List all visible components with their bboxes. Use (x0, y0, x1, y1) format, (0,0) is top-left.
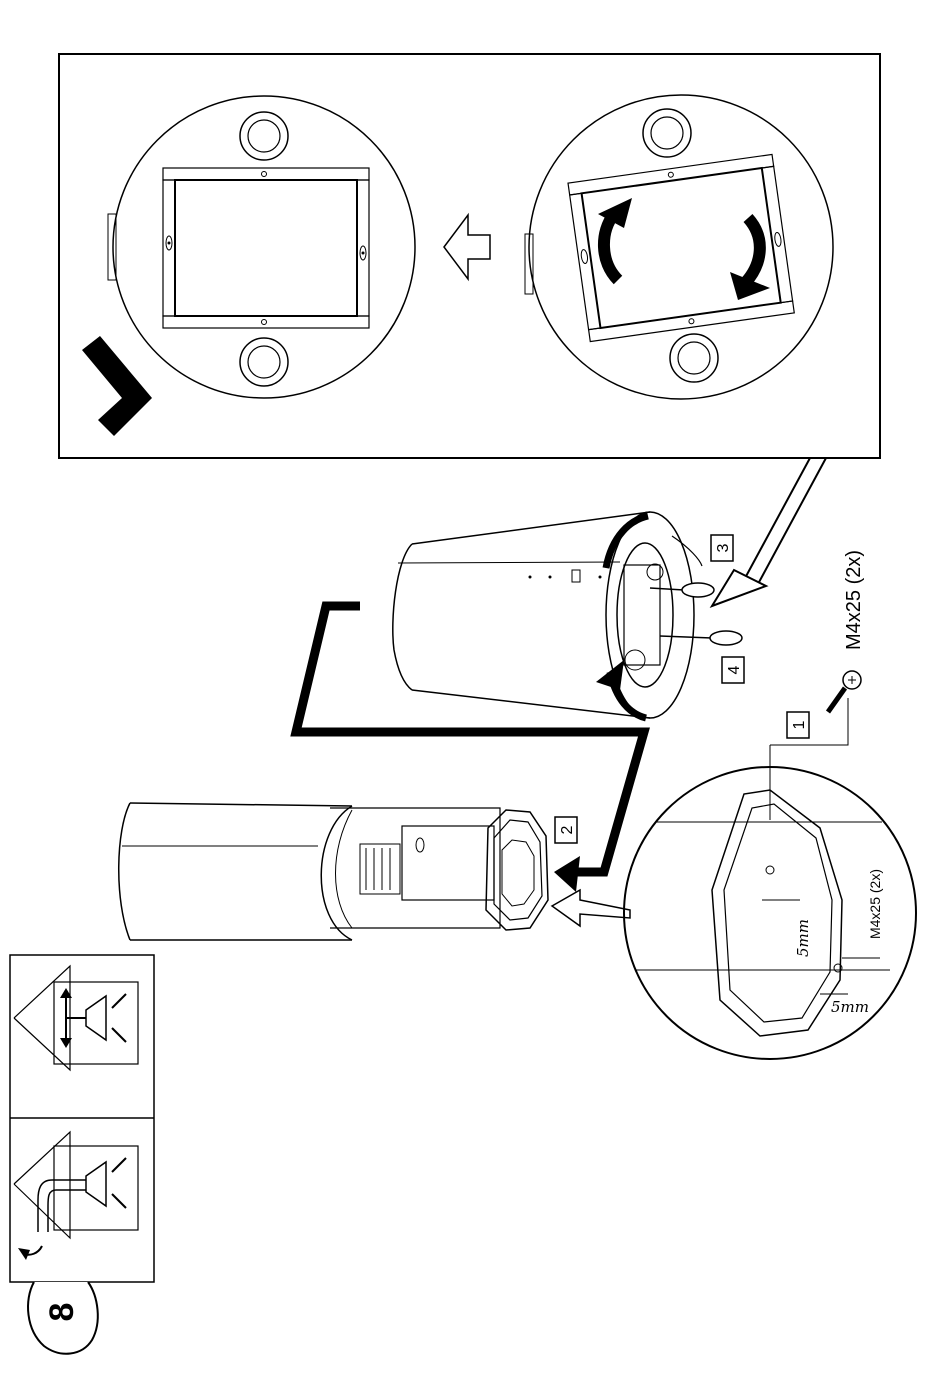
plate-final-position (108, 96, 415, 398)
plate-rotating (525, 95, 833, 399)
step-number: 3 (715, 543, 732, 552)
zoom-callout-arrow (552, 890, 630, 926)
rotate-arrow-icon (746, 218, 760, 282)
chevron-marker (82, 336, 152, 436)
step-number: 2 (559, 825, 576, 834)
step-label-2: 2 (555, 817, 577, 843)
extraction-icon (14, 1132, 138, 1260)
screw-label: M4x25 (2x) (843, 550, 865, 650)
mode-icons-panel (10, 955, 154, 1282)
step-label-4: 4 (722, 657, 744, 683)
motor-unit (119, 803, 548, 940)
assembly-arrowhead (554, 856, 580, 892)
gap-label: 5mm (831, 998, 869, 1016)
gap-label: 5mm (794, 919, 812, 957)
duct-detail-zoom: 5mm 5mm M4x25 (2x) (624, 745, 916, 1059)
step-label-1: 1 (787, 712, 809, 738)
rotate-arrowhead (596, 660, 624, 690)
step-number: 4 (726, 665, 743, 674)
page-number-badge: 8 (28, 1282, 98, 1354)
page-number: 8 (43, 1303, 81, 1322)
recirculation-icon (14, 966, 138, 1070)
hood-cylinder (393, 512, 742, 718)
step-label-3: 3 (711, 535, 733, 561)
rotation-detail-frame (59, 54, 880, 458)
rotate-arrow-icon (604, 214, 618, 280)
detail-screw-label: M4x25 (2x) (867, 869, 883, 939)
assembly-path-arrow (296, 606, 644, 872)
screw-icon (828, 671, 861, 712)
arrow-left-icon (444, 215, 490, 279)
step-number: 1 (791, 720, 808, 729)
callout-arrow (712, 458, 826, 606)
